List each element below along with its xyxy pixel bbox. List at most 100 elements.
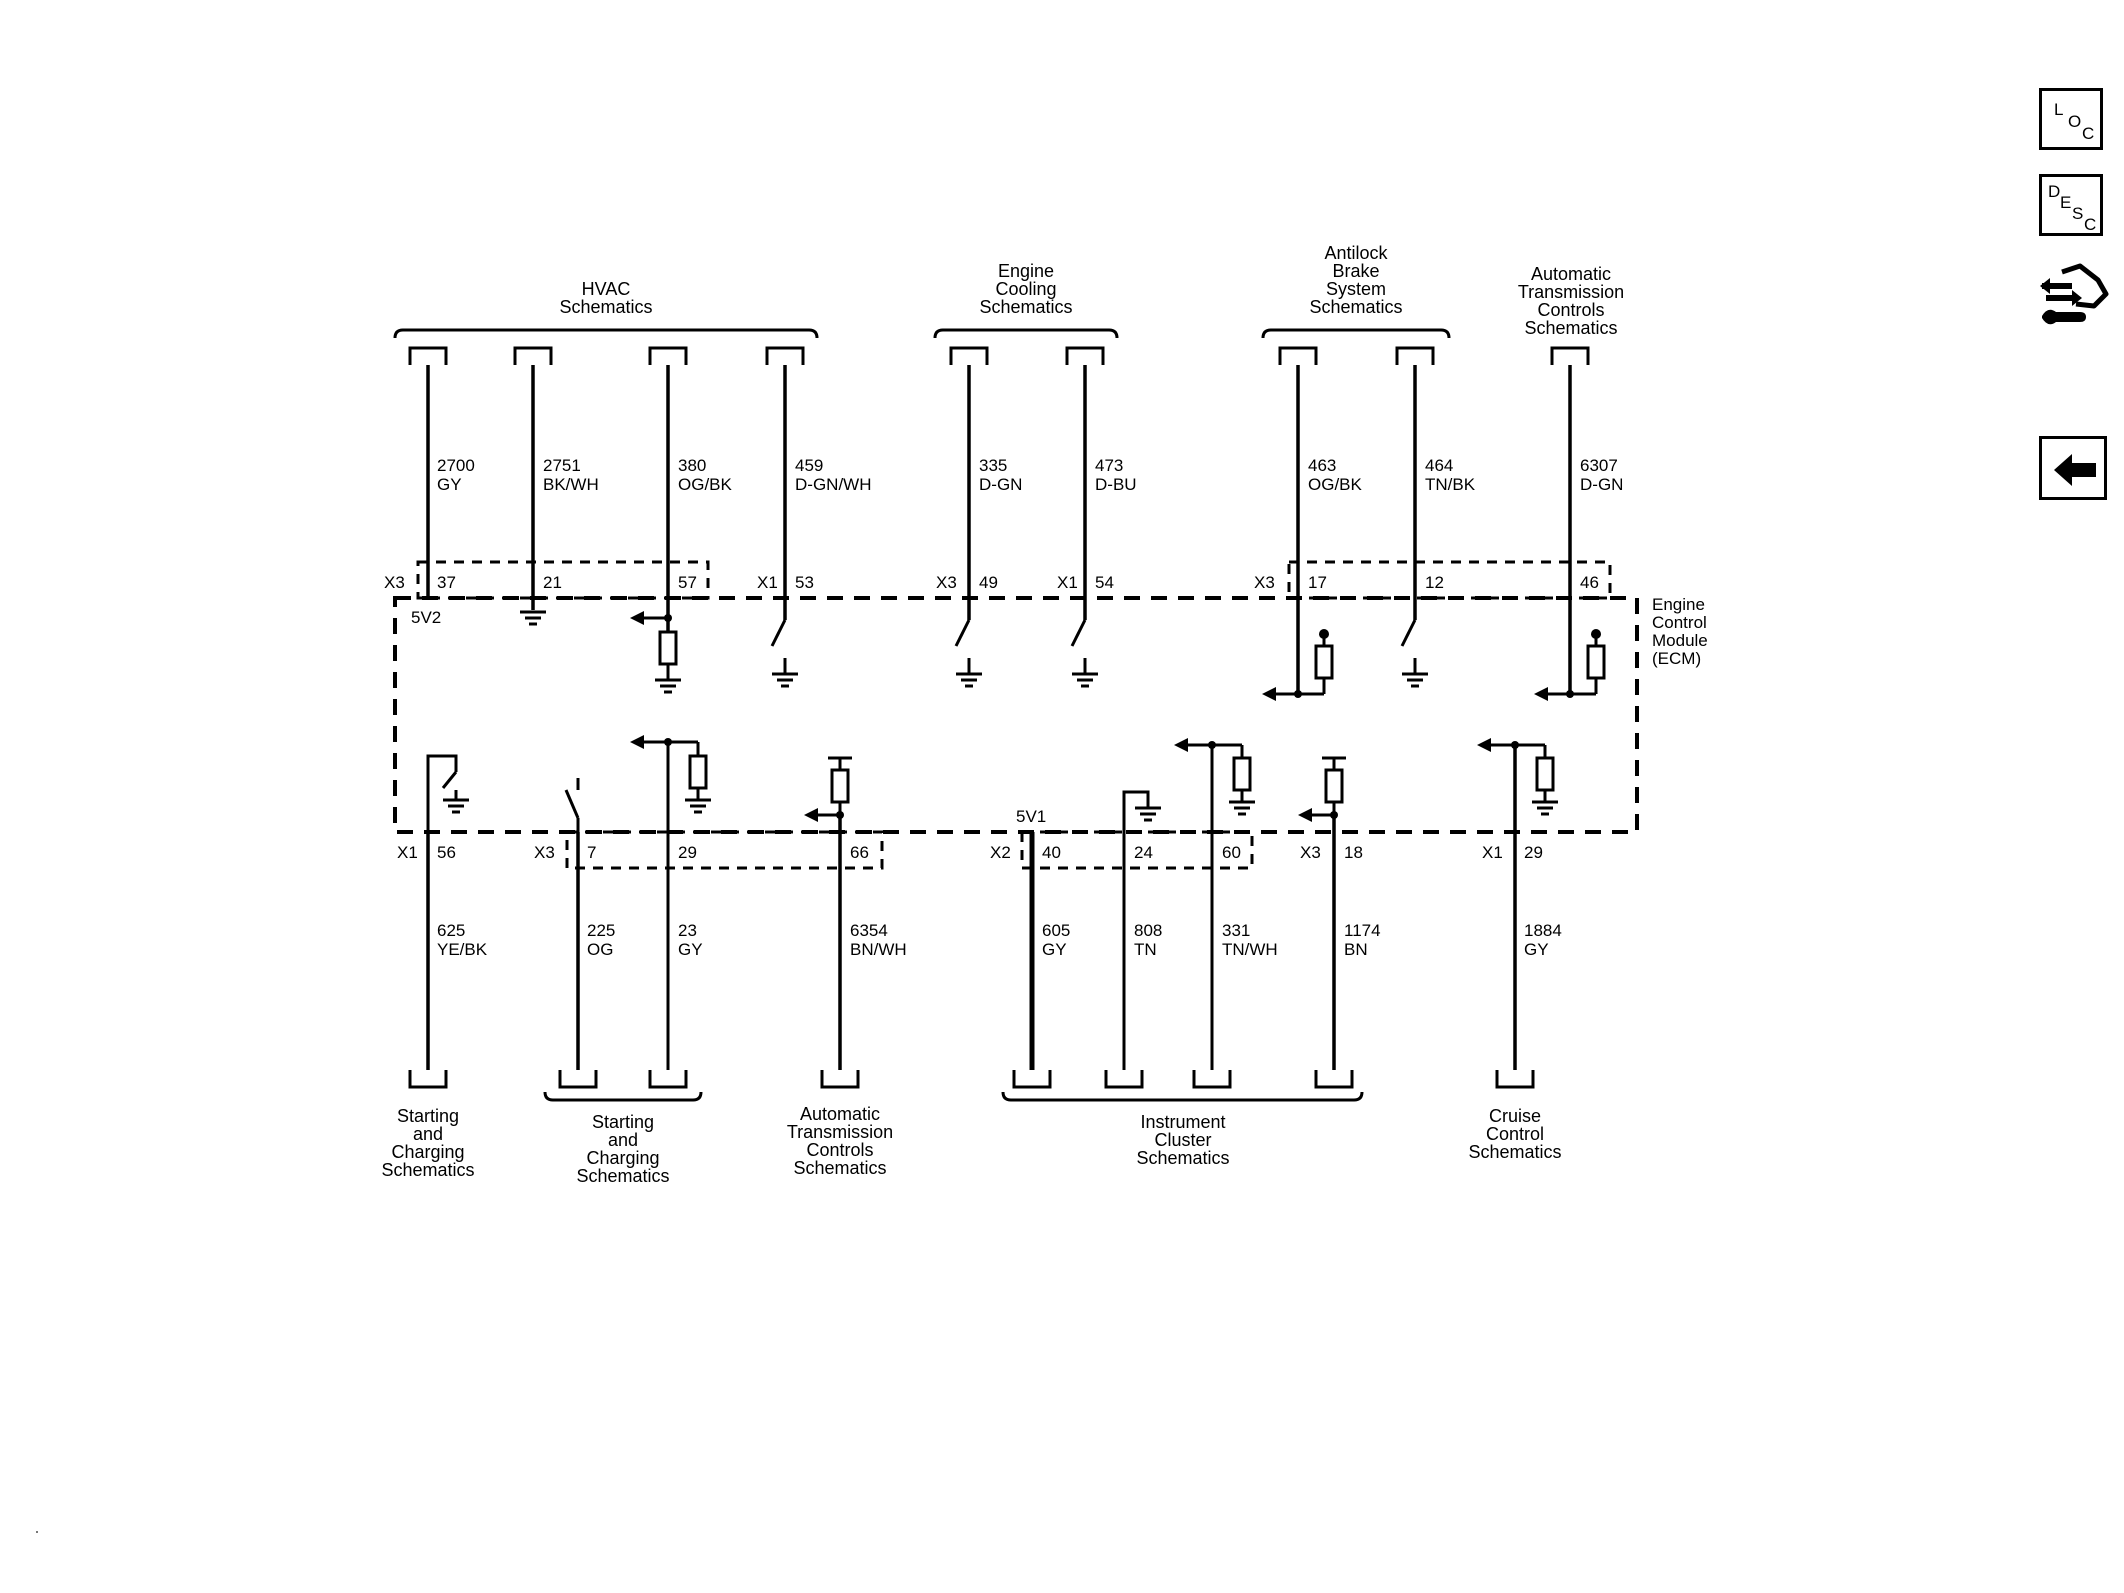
- connector-x2-bottom: [1020, 830, 1254, 870]
- svg-text:L: L: [2054, 100, 2063, 119]
- back-button[interactable]: [2039, 436, 2107, 500]
- svg-text:D-BU: D-BU: [1095, 475, 1137, 494]
- svg-text:BK/WH: BK/WH: [543, 475, 599, 494]
- connector-label-x1: X1: [397, 843, 418, 862]
- svg-text:808: 808: [1134, 921, 1162, 940]
- desc-icon: D E S C: [2048, 182, 2096, 234]
- svg-text:464: 464: [1425, 456, 1453, 475]
- connector-label-x3: X3: [1300, 843, 1321, 862]
- svg-text:23: 23: [678, 921, 697, 940]
- svg-text:HVAC: HVAC: [582, 279, 631, 299]
- pin-60: 60: [1222, 843, 1241, 862]
- svg-text:S: S: [2072, 204, 2083, 223]
- svg-text:Brake: Brake: [1332, 261, 1379, 281]
- svg-text:Schematics: Schematics: [1468, 1142, 1561, 1162]
- pin-56: 56: [437, 843, 456, 862]
- label-cruise-control-schematics: Cruise Control Schematics: [1468, 1106, 1561, 1162]
- svg-text:Charging: Charging: [391, 1142, 464, 1162]
- pin-12: 12: [1425, 573, 1444, 592]
- svg-text:D-GN: D-GN: [979, 475, 1022, 494]
- pin-66: 66: [850, 843, 869, 862]
- ecm-module-label: Engine Control Module (ECM): [1652, 595, 1708, 668]
- svg-text:Schematics: Schematics: [576, 1166, 669, 1186]
- svg-text:225: 225: [587, 921, 615, 940]
- svg-text:D-GN: D-GN: [1580, 475, 1623, 494]
- bracket-engine-cooling: [933, 328, 1119, 339]
- svg-text:C: C: [2084, 215, 2096, 234]
- svg-text:Starting: Starting: [397, 1106, 459, 1126]
- svg-text:D: D: [2048, 182, 2060, 201]
- svg-text:459: 459: [795, 456, 823, 475]
- bracket-instrument-cluster: [1001, 1091, 1364, 1102]
- location-button[interactable]: L O C: [2039, 88, 2103, 150]
- connector-wrench-icon: [2040, 263, 2109, 325]
- svg-text:Engine: Engine: [998, 261, 1054, 281]
- description-button[interactable]: D E S C: [2039, 174, 2103, 236]
- svg-text:2751: 2751: [543, 456, 581, 475]
- bracket-abs: [1261, 328, 1451, 339]
- svg-text:Control: Control: [1486, 1124, 1544, 1144]
- label-atc-schematics-bottom: Automatic Transmission Controls Schemati…: [787, 1104, 893, 1178]
- svg-text:Automatic: Automatic: [1531, 264, 1611, 284]
- svg-text:TN/BK: TN/BK: [1425, 475, 1476, 494]
- svg-text:Control: Control: [1652, 613, 1707, 632]
- connector-label-x3: X3: [936, 573, 957, 592]
- svg-text:Cooling: Cooling: [995, 279, 1056, 299]
- svg-text:and: and: [608, 1130, 638, 1150]
- connector-label-x3: X3: [1254, 573, 1275, 592]
- svg-text:Schematics: Schematics: [979, 297, 1072, 317]
- stray-dot: [36, 1531, 38, 1533]
- svg-text:Module: Module: [1652, 631, 1708, 650]
- svg-text:625: 625: [437, 921, 465, 940]
- label-atc-schematics-top: Automatic Transmission Controls Schemati…: [1518, 264, 1624, 338]
- svg-text:Schematics: Schematics: [381, 1160, 474, 1180]
- bracket-starting-charging: [543, 1091, 703, 1102]
- svg-text:Transmission: Transmission: [787, 1122, 893, 1142]
- svg-text:2700: 2700: [437, 456, 475, 475]
- connector-x3-top-right: [1287, 560, 1612, 600]
- connector-label-x2: X2: [990, 843, 1011, 862]
- label-instrument-cluster-schematics: Instrument Cluster Schematics: [1136, 1112, 1229, 1168]
- svg-text:D-GN/WH: D-GN/WH: [795, 475, 871, 494]
- svg-text:GY: GY: [1042, 940, 1067, 959]
- svg-text:Engine: Engine: [1652, 595, 1705, 614]
- voltage-ref-5v1: 5V1: [1016, 807, 1046, 826]
- label-hvac-schematics: HVAC Schematics: [559, 279, 652, 317]
- pin-24: 24: [1134, 843, 1153, 862]
- pin-40: 40: [1042, 843, 1061, 862]
- pin-21: 21: [543, 573, 562, 592]
- svg-text:BN: BN: [1344, 940, 1368, 959]
- svg-text:1174: 1174: [1344, 921, 1381, 940]
- connector-label-x1: X1: [1482, 843, 1503, 862]
- pin-49: 49: [979, 573, 998, 592]
- svg-text:Instrument: Instrument: [1140, 1112, 1225, 1132]
- pin-46: 46: [1580, 573, 1599, 592]
- label-abs-schematics: Antilock Brake System Schematics: [1309, 243, 1402, 317]
- label-starting-charging-2: Starting and Charging Schematics: [576, 1112, 669, 1186]
- svg-text:380: 380: [678, 456, 706, 475]
- bracket-hvac: [393, 328, 819, 339]
- svg-text:473: 473: [1095, 456, 1123, 475]
- svg-text:Schematics: Schematics: [559, 297, 652, 317]
- connector-label-x3: X3: [384, 573, 405, 592]
- svg-text:6354: 6354: [850, 921, 888, 940]
- svg-text:(ECM): (ECM): [1652, 649, 1701, 668]
- svg-text:Schematics: Schematics: [1309, 297, 1402, 317]
- pin-53: 53: [795, 573, 814, 592]
- connector-service-button[interactable]: [2036, 256, 2112, 336]
- pin-18: 18: [1344, 843, 1363, 862]
- connector-x3-top-left: [416, 560, 710, 600]
